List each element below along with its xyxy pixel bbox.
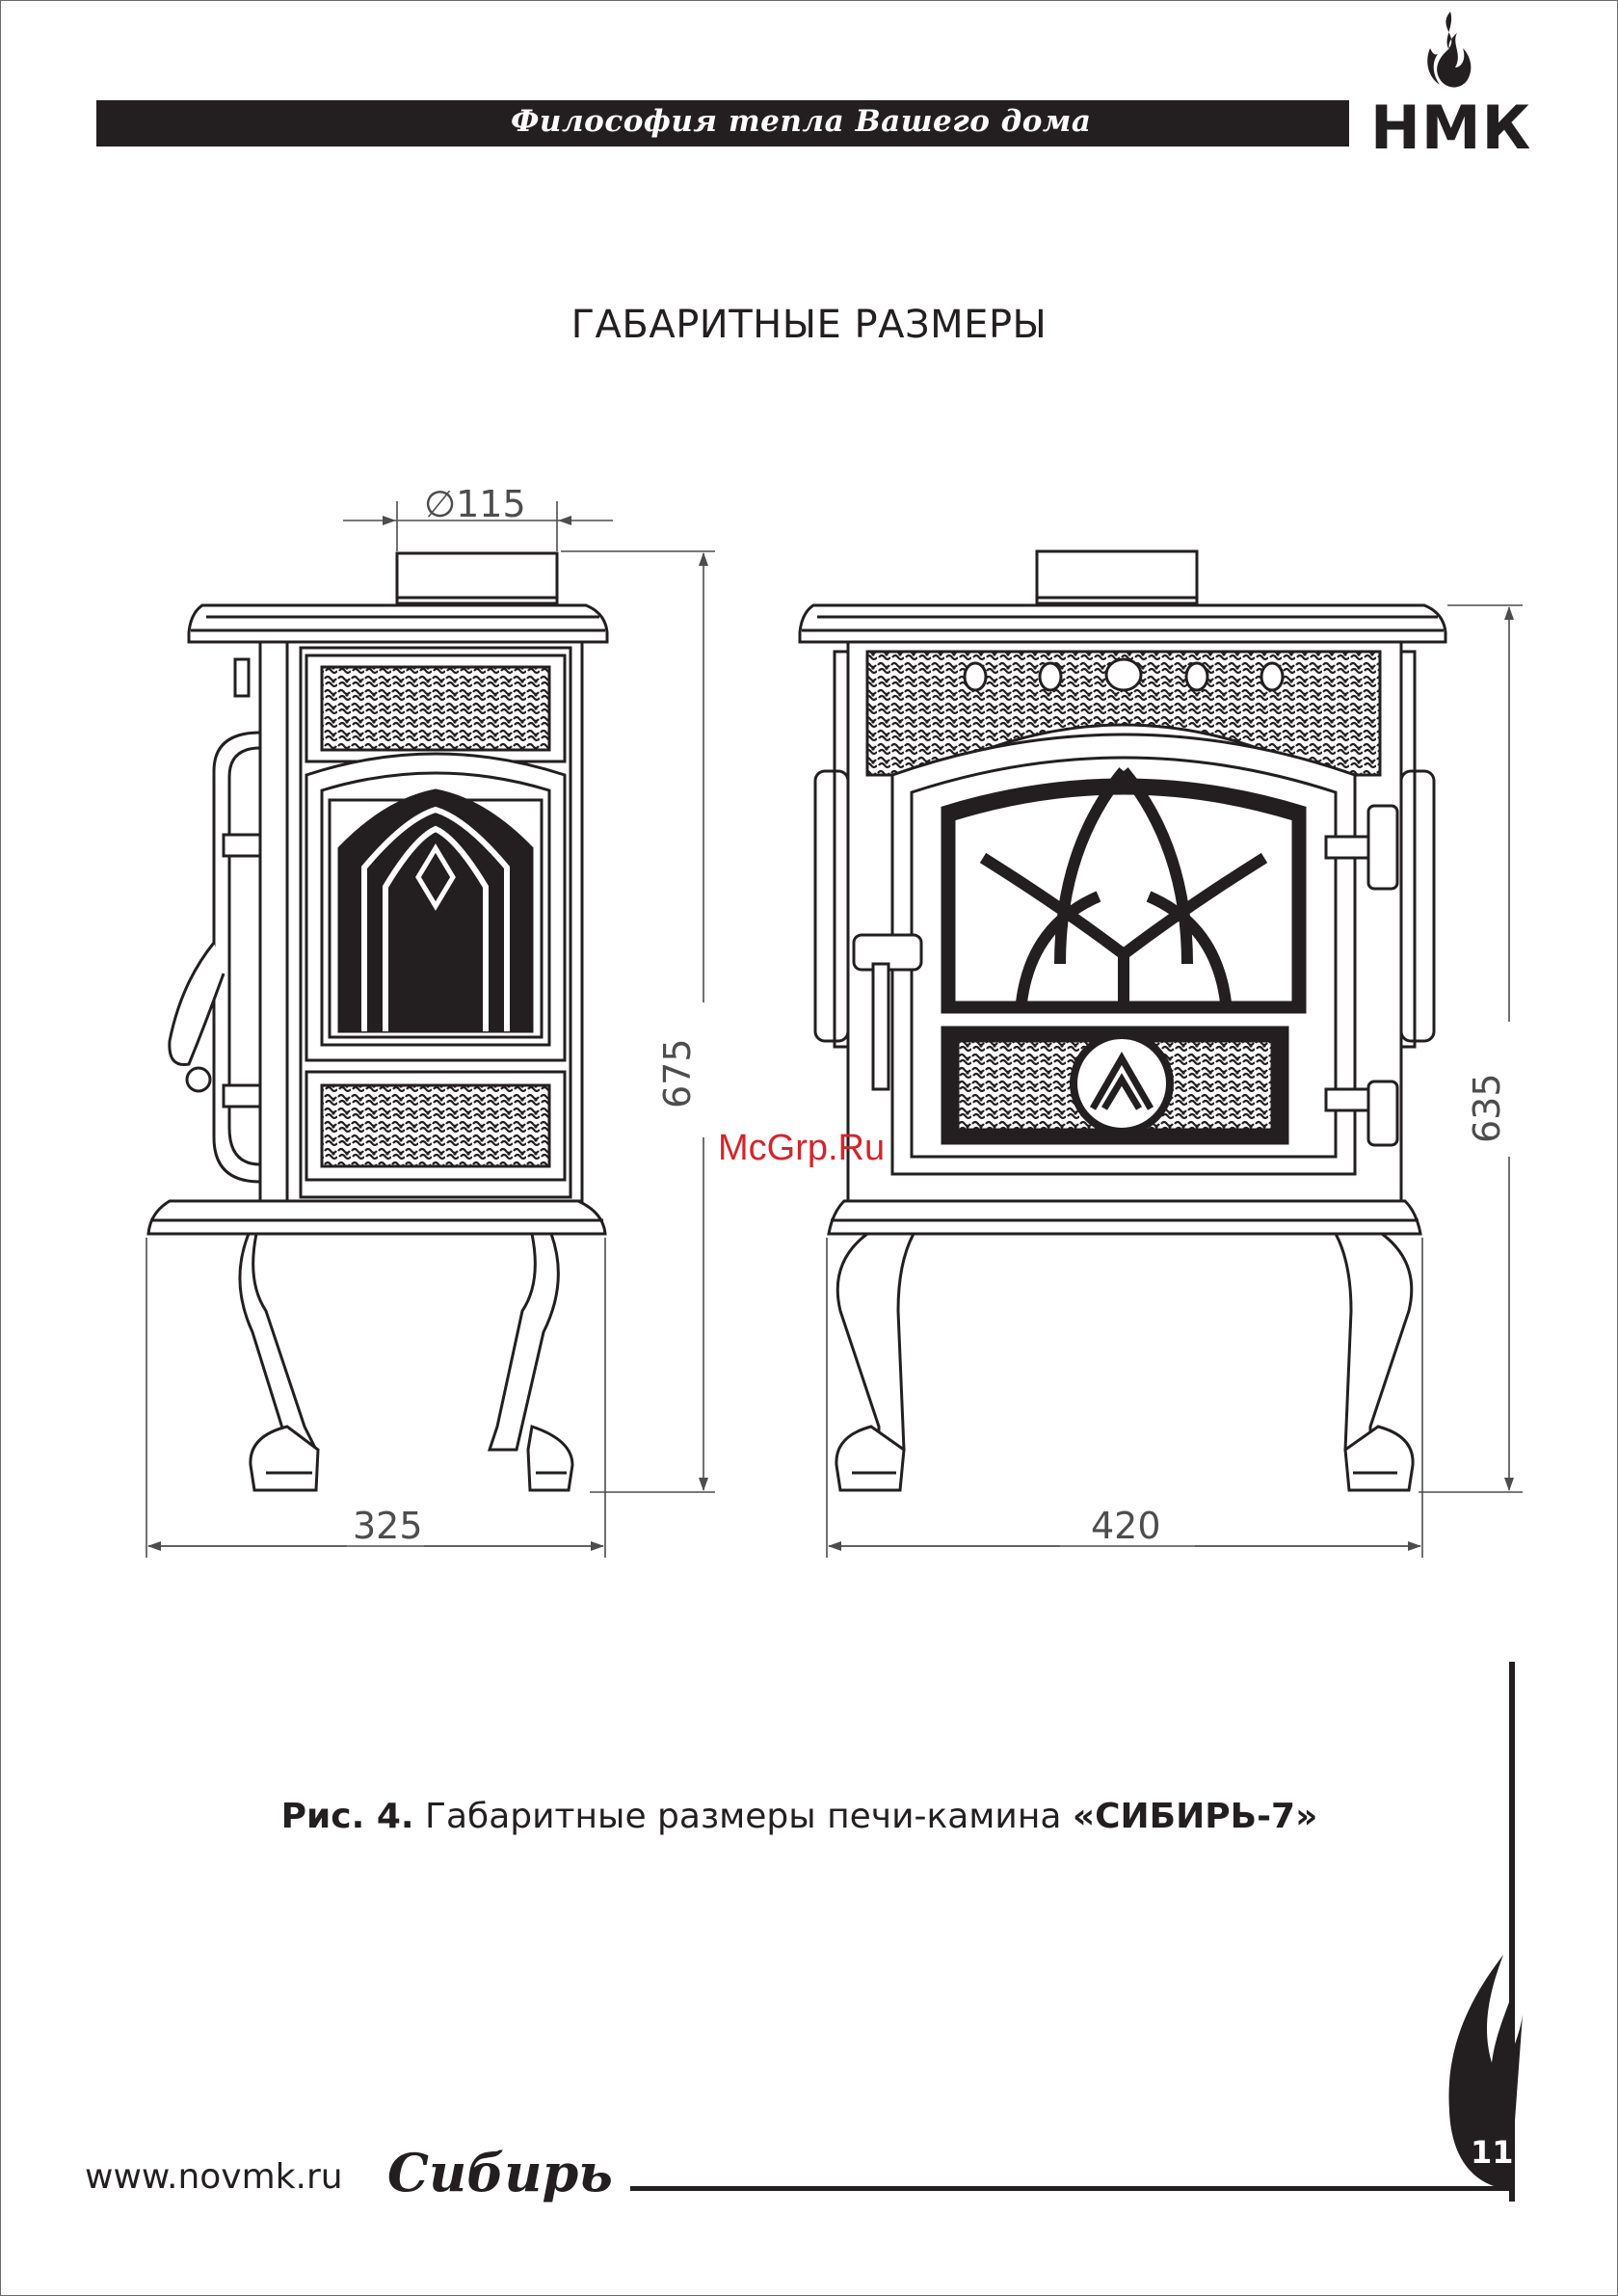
caption-model: «СИБИРЬ-7» — [1073, 1797, 1317, 1836]
watermark: McGrp.Ru — [718, 1128, 885, 1169]
figure-caption: Рис. 4. Габаритные размеры печи-камина «… — [0, 1797, 1599, 1836]
side-view — [148, 553, 607, 1490]
dimension-side-height: 675 — [656, 1038, 699, 1108]
dimension-front-width: 420 — [1091, 1505, 1161, 1547]
front-view — [800, 551, 1446, 1490]
caption-prefix: Рис. 4. — [281, 1797, 414, 1836]
dimension-front-height: 635 — [1466, 1073, 1508, 1143]
page-number: 11 — [1471, 2134, 1514, 2171]
footer-url[interactable]: www.novmk.ru — [85, 2157, 343, 2197]
caption-text: Габаритные размеры печи-камина — [414, 1797, 1073, 1836]
dimension-flue-diameter: ∅115 — [424, 483, 526, 525]
footer-brand: Сибирь — [387, 2142, 613, 2203]
page-rules — [630, 1662, 1523, 2202]
dimension-side-width: 325 — [353, 1505, 423, 1547]
